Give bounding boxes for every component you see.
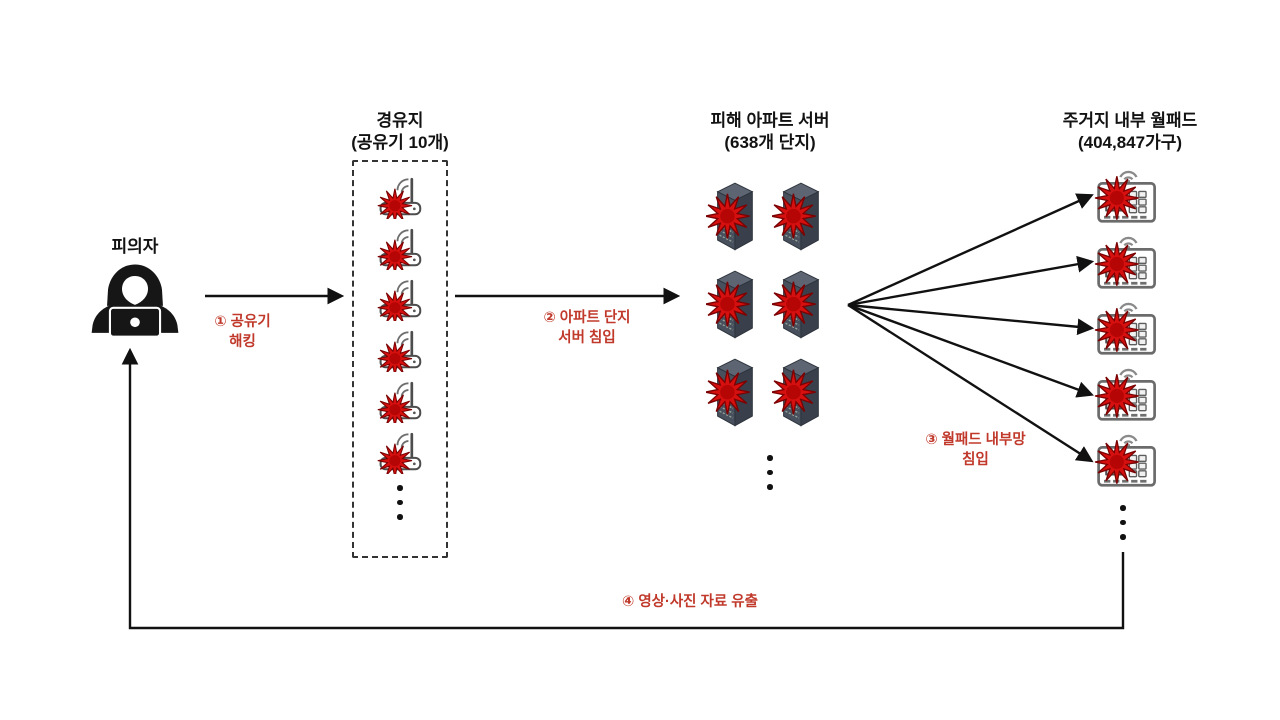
servers-title-line1: 피해 아파트 서버	[710, 111, 830, 130]
step1-line1: ① 공유기	[214, 314, 271, 330]
suspect-label: 피의자	[111, 237, 159, 256]
suspect-group: 피의자	[70, 236, 200, 343]
hacked-wallpad-icon	[1086, 300, 1160, 356]
arrow-step3-wallpad-1	[847, 193, 1094, 307]
router-list	[354, 162, 446, 477]
hacked-server-icon	[706, 264, 762, 340]
arrow-step3-wallpad-3	[847, 303, 1095, 336]
hacked-router-icon	[373, 430, 427, 474]
step4-line1: ④ 영상·사진 자료 유출	[622, 594, 758, 610]
step1-line2: 해킹	[229, 334, 256, 350]
step1-label: ① 공유기 해킹	[185, 312, 300, 352]
hacked-server-icon	[772, 264, 828, 340]
hacked-server-icon	[706, 176, 762, 252]
step2-line2: 서버 침입	[558, 330, 616, 346]
hacked-router-icon	[373, 175, 427, 219]
hacked-wallpad-icon	[1086, 234, 1160, 290]
hacked-server-icon	[772, 176, 828, 252]
ellipsis-routers-icon	[354, 485, 446, 520]
relay-title-line1: 경유지	[376, 111, 424, 130]
hacked-wallpad-icon	[1086, 432, 1160, 488]
arrow-step4-data-leak-return	[121, 347, 1125, 630]
step3-line2: 침입	[962, 452, 989, 468]
hacked-wallpad-icon	[1086, 366, 1160, 422]
hacked-wallpad-icon	[1086, 168, 1160, 224]
ellipsis-servers-icon	[758, 455, 782, 490]
ellipsis-wallpads-icon	[1111, 505, 1135, 540]
hacked-server-icon	[706, 352, 762, 428]
servers-title-line2: (638개 단지)	[724, 133, 816, 152]
hacked-router-icon	[373, 277, 427, 321]
wallpads-title-line2: (404,847가구)	[1077, 133, 1183, 152]
wallpad-list	[1086, 168, 1160, 488]
hacked-router-icon	[373, 379, 427, 423]
step3-line1: ③ 월패드 내부망	[925, 432, 1026, 448]
arrow-step3-wallpad-2	[847, 255, 1095, 307]
wallpads-title: 주거지 내부 월패드 (404,847가구)	[1030, 110, 1230, 154]
hacked-router-icon	[373, 328, 427, 372]
step2-label: ② 아파트 단지 서버 침입	[512, 308, 662, 348]
relay-title-line2: (공유기 10개)	[351, 133, 449, 152]
hacker-icon	[82, 263, 188, 343]
step4-label: ④ 영상·사진 자료 유출	[530, 592, 850, 612]
arrow-step3-wallpad-4	[847, 303, 1094, 398]
step3-label: ③ 월패드 내부망 침입	[893, 430, 1058, 470]
relay-title: 경유지 (공유기 10개)	[315, 110, 485, 154]
step2-line1: ② 아파트 단지	[543, 310, 631, 326]
hacked-server-icon	[772, 352, 828, 428]
router-group-box	[352, 160, 448, 558]
servers-title: 피해 아파트 서버 (638개 단지)	[670, 110, 870, 154]
hacked-router-icon	[373, 226, 427, 270]
wallpads-title-line1: 주거지 내부 월패드	[1062, 111, 1198, 130]
server-grid	[706, 176, 828, 428]
